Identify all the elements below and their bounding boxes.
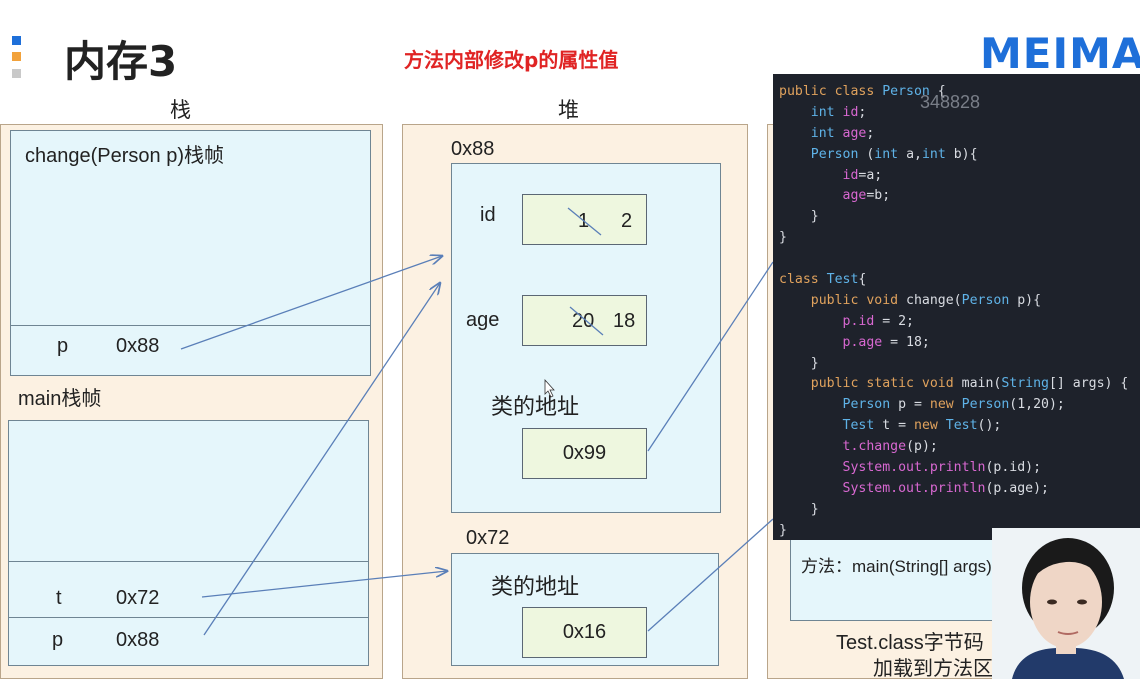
- object2-address: 0x72: [466, 527, 510, 549]
- main-frame-title: main栈帧: [18, 388, 102, 410]
- code-line-20: System.out.println(p.age);: [842, 480, 1049, 496]
- change-stack-frame: [10, 130, 371, 376]
- code-watermark: 348828: [920, 92, 981, 112]
- field-age-new-value: 18: [613, 310, 636, 332]
- field-id-new-value: 2: [621, 210, 633, 232]
- arrow-change-p-to-object1: [180, 256, 442, 350]
- code-line-2: int id;: [810, 104, 867, 120]
- code-line-21: }: [779, 501, 819, 517]
- object1-address: 0x88: [451, 138, 495, 160]
- arrow-main-t-to-object2: [201, 571, 447, 598]
- main-var-p-name: p: [52, 629, 64, 651]
- method-area-caption-1: Test.class字节码: [836, 632, 984, 654]
- code-line-12: p.id = 2;: [842, 313, 914, 329]
- code-line-3: int age;: [810, 125, 875, 141]
- code-line-9: [779, 249, 1140, 270]
- code-panel: public class Person { int id; int age; P…: [773, 74, 1140, 540]
- code-line-22: }: [779, 522, 787, 538]
- presenter-video-overlay: [992, 528, 1140, 679]
- main-frame-divider-2: [8, 617, 369, 618]
- page-title: 内存3: [64, 37, 178, 86]
- code-line-14: }: [779, 355, 819, 371]
- change-var-value: 0x88: [116, 335, 160, 357]
- main-var-t-value: 0x72: [116, 587, 160, 609]
- logo-bar-blue: [12, 36, 21, 45]
- logo-bar-orange: [12, 52, 21, 61]
- code-line-16: Person p = new Person(1,20);: [842, 397, 1065, 413]
- code-line-15: public static void main(String[] args) {: [810, 376, 1129, 392]
- field-id-name: id: [480, 204, 496, 226]
- change-frame-title: change(Person p)栈帧: [25, 145, 224, 167]
- field-age-name: age: [466, 309, 500, 331]
- main-frame-divider-1: [8, 561, 369, 562]
- field-age-value-cell: [522, 295, 647, 346]
- main-stack-frame: [8, 420, 369, 666]
- code-line-17: Test t = new Test();: [842, 418, 1002, 434]
- strike-id-old: [567, 207, 602, 236]
- code-line-6: age=b;: [842, 188, 891, 204]
- logo-bar-gray: [12, 69, 21, 78]
- change-var-name: p: [57, 335, 69, 357]
- heap-heading: 堆: [558, 98, 579, 122]
- code-line-10: class Test{: [779, 272, 867, 288]
- link-object2-class: [647, 518, 774, 632]
- object1-class-addr-cell: 0x99: [522, 428, 647, 479]
- object1-class-addr-label: 类的地址: [491, 394, 580, 419]
- code-line-13: p.age = 18;: [842, 334, 930, 350]
- method-label: 方法：main(String[] args): [801, 557, 992, 576]
- code-line-5: id=a;: [842, 167, 883, 183]
- code-line-19: System.out.println(p.id);: [842, 460, 1042, 476]
- field-age-old-value: 20: [572, 310, 595, 332]
- link-object1-class: [647, 261, 774, 452]
- code-line-8: }: [779, 230, 787, 246]
- object2-class-addr-label: 类的地址: [491, 574, 580, 599]
- main-var-p-value: 0x88: [116, 629, 160, 651]
- code-line-7: }: [779, 209, 819, 225]
- strike-age-old: [569, 306, 604, 336]
- code-line-4: Person (int a,int b){: [810, 146, 978, 162]
- change-frame-divider: [10, 325, 371, 326]
- main-var-t-name: t: [56, 587, 62, 609]
- code-line-11: public void change(Person p){: [810, 292, 1042, 308]
- page-subtitle: 方法内部修改p的属性值: [404, 48, 619, 72]
- method-area-caption-2: 加载到方法区: [873, 658, 993, 680]
- mouse-cursor-icon: [544, 378, 555, 398]
- arrow-main-p-to-object1: [203, 283, 440, 636]
- field-id-value-cell: [522, 194, 647, 245]
- brand-logo-mark: MEIMA: [980, 29, 1140, 78]
- brand-logo-text: MEIMA: [980, 30, 1140, 76]
- code-line-18: t.change(p);: [842, 439, 938, 455]
- code-line-1: public class Person {: [779, 84, 946, 99]
- brand-logo: MEIMA: [980, 29, 1140, 87]
- stack-heading: 栈: [170, 98, 191, 122]
- object2-class-addr-cell: 0x16: [522, 607, 647, 658]
